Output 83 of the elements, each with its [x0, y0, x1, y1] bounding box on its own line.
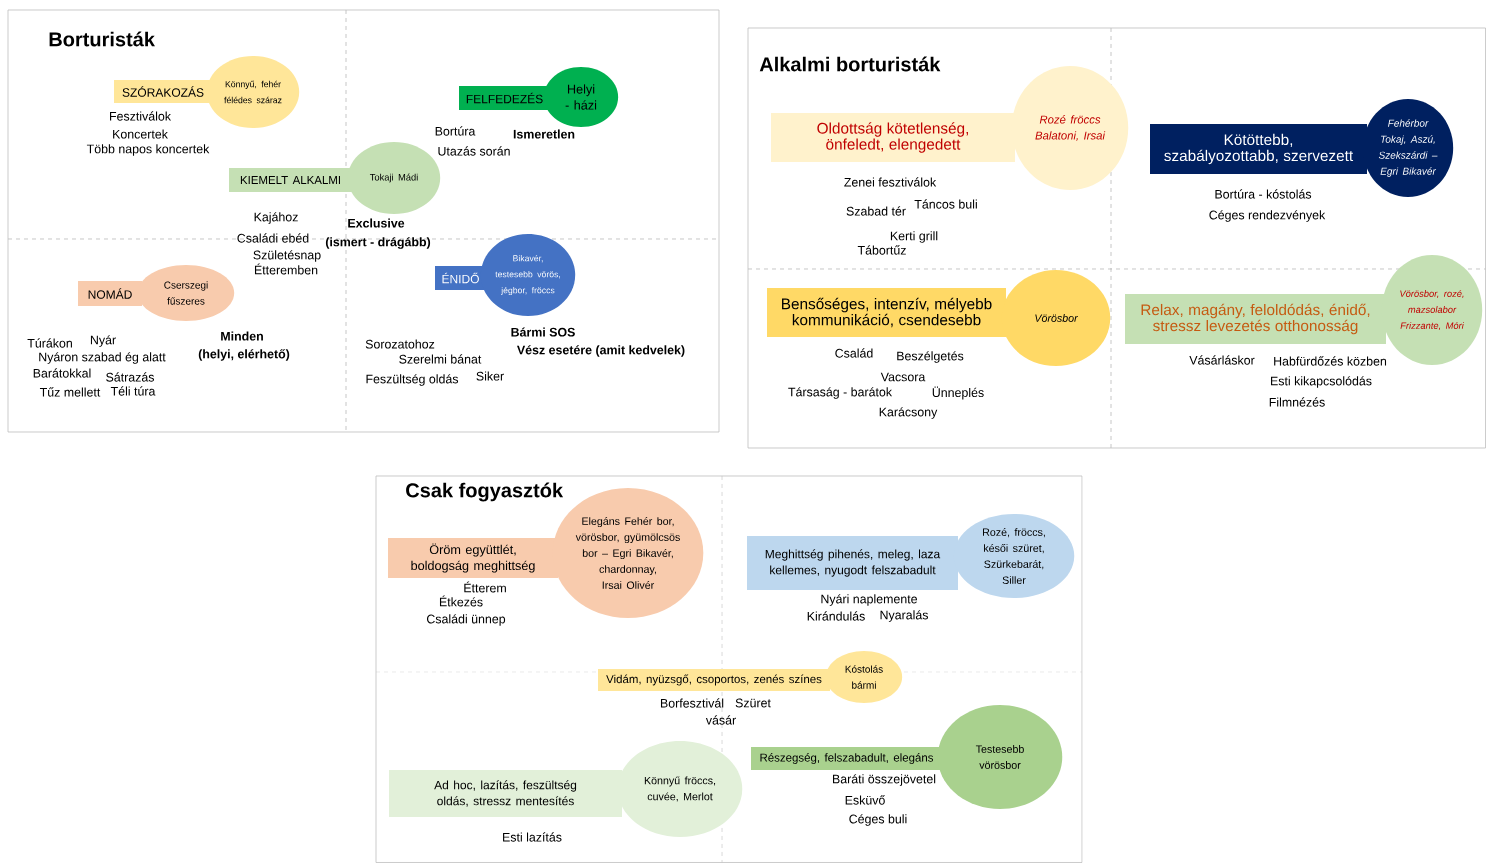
category-band: Vidám, nyüzsgő, csoportos, zenés színes [598, 669, 830, 691]
keyword: Beszélgetés [897, 351, 964, 363]
keyword: Vész esetére (amit kedvelek) [517, 345, 685, 357]
keyword: vásár [705, 715, 736, 725]
category-band: Relax, magány, feloldódás, énidő, stressz levezetés otthonosság [1125, 294, 1386, 344]
keyword: Több napos koncertek [86, 144, 210, 156]
keyword: Étteremben [255, 263, 318, 275]
node-label: Kötöttebb, szabályozottabb, szervezett [1164, 133, 1354, 165]
keyword: Születésnap [253, 250, 321, 262]
keyword: Filmnézés [1269, 397, 1325, 407]
panel-title: Borturisták [49, 31, 155, 47]
keyword: Borfesztivál [661, 698, 724, 708]
node-label: FELFEDEZÉS [466, 92, 543, 104]
keyword: Feszültség oldás [366, 374, 459, 386]
node-label: Bensőséges, intenzív, mélyebb kommunikáció, csendesebb [782, 297, 992, 328]
keyword: Tűz mellett [39, 387, 101, 397]
category-band: Ad hoc, lazítás, feszültség oldás, stressz mentesítés [389, 770, 622, 817]
keyword: Baráti összejövetel [833, 774, 936, 786]
keyword: Táncos buli [914, 199, 977, 209]
keyword: Szabad tér [846, 206, 906, 216]
keyword: Esküvő [845, 795, 885, 805]
keyword: Kerti grill [890, 231, 938, 243]
node-label: SZÓRAKOZÁS [122, 86, 204, 97]
node-label: Részegség, felszabadult, elegáns [760, 753, 934, 764]
panel-title: Alkalmi borturisták [759, 56, 941, 72]
keyword: Vacsora [880, 372, 926, 382]
node-label: NOMÁD [88, 288, 132, 299]
keyword: Nyár [90, 335, 116, 347]
keyword: (ismert - drágább) [325, 237, 431, 249]
node-label: Oldottság kötetlenség, önfeledt, elengedett [817, 122, 968, 153]
keyword: Esti lazítás [503, 832, 562, 842]
category-band: Részegség, felszabadult, elegáns [751, 747, 942, 770]
keyword: Nyaralás [880, 610, 928, 622]
keyword: Karácsony [879, 407, 938, 419]
keyword: Zenei fesztiválok [844, 177, 937, 187]
category-band: NOMÁD [78, 281, 142, 306]
node-label: Vidám, nyüzsgő, csoportos, zenés színes [606, 674, 822, 686]
keyword: Sátrazás [106, 372, 154, 382]
node-label: Öröm együttlét, boldogság meghittség [411, 543, 535, 573]
keyword: Kajához [254, 212, 298, 224]
category-band: SZÓRAKOZÁS [114, 80, 212, 103]
keyword: Siker [476, 371, 504, 381]
node-label: Meghittség pihenés, meleg, laza kellemes, nyugodt felszabadult [765, 549, 941, 577]
keyword: Téli túra [110, 386, 156, 396]
keyword: Túrákon [27, 338, 72, 348]
keyword: Céges buli [849, 814, 907, 826]
keyword: Kirándulás [807, 611, 865, 621]
keyword: Nyáron szabad ég alatt [39, 352, 166, 364]
keyword: Ismeretlen [513, 129, 575, 139]
keyword: Sorozatohoz [365, 339, 435, 349]
keyword: Családi ebéd [237, 233, 309, 243]
category-band: Meghittség pihenés, meleg, laza kellemes, nyugodt felszabadult [747, 536, 958, 590]
keyword: Társaság - barátok [788, 387, 893, 399]
keyword: Étkezés [440, 595, 483, 607]
node-label: Ad hoc, lazítás, feszültség oldás, stressz mentesítés [434, 780, 577, 807]
category-band: Kötöttebb, szabályozottabb, szervezett [1150, 124, 1367, 174]
keyword: Nyári naplemente [821, 594, 917, 606]
keyword: Szüret [735, 698, 771, 708]
keyword: (helyi, elérhető) [198, 349, 290, 361]
keyword: Minden [221, 331, 263, 341]
keyword: Barátokkal [33, 368, 91, 378]
keyword: Ünneplés [932, 386, 984, 400]
keyword: Utazás során [438, 146, 510, 156]
keyword: Szerelmi bánat [399, 354, 482, 364]
category-band: Bensőséges, intenzív, mélyebb kommunikáció, csendesebb [767, 288, 1006, 337]
keyword: Családi ünnep [427, 614, 506, 626]
keyword: Fesztiválok [110, 111, 171, 121]
node-label: KIEMELT ALKALMI [240, 176, 340, 184]
category-band: KIEMELT ALKALMI [229, 168, 352, 192]
keyword: Exclusive [348, 218, 405, 228]
category-band: ÉNIDŐ [435, 266, 486, 290]
category-band: Öröm együttlét, boldogság meghittség [388, 538, 558, 578]
keyword: Bortúra [435, 126, 476, 136]
keyword: Esti kikapcsolódás [1271, 376, 1372, 388]
node-label: ÉNIDŐ [442, 272, 479, 284]
keyword: Céges rendezvények [1209, 210, 1326, 222]
panel-title: Csak fogyasztók [406, 482, 564, 502]
keyword: Bortúra - kóstolás [1215, 189, 1312, 199]
category-band: FELFEDEZÉS [459, 86, 550, 110]
keyword: Tábortűz [857, 245, 906, 255]
keyword: Koncertek [113, 129, 168, 139]
category-band: Oldottság kötetlenség, önfeledt, elengedett [771, 113, 1015, 162]
node-label: Relax, magány, feloldódás, énidő, stressz levezetés otthonosság [1141, 303, 1370, 335]
